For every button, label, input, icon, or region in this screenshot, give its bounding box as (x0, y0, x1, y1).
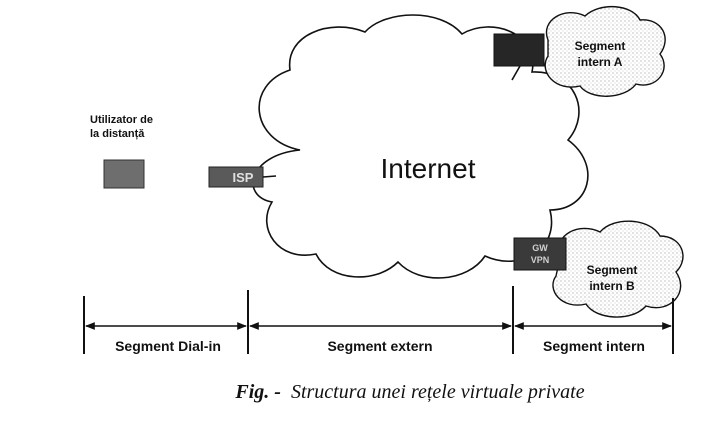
gateway-b-label-line2: VPN (531, 255, 550, 265)
gateway-a-box (493, 33, 545, 67)
segment-extern-label: Segment extern (327, 338, 432, 354)
gateway-a-link (511, 65, 521, 81)
segment-b-cloud (552, 220, 684, 318)
remote-user-box (103, 159, 145, 189)
segment-a-cloud (544, 5, 666, 97)
gateway-b-label-line1: GW (532, 243, 548, 253)
segment-intern-label: Segment intern (543, 338, 645, 354)
segment-b-label-line1: Segment (587, 263, 638, 277)
caption-text: Structura unei rețele virtuale private (291, 381, 585, 403)
segment-b-label-line2: intern B (589, 279, 635, 293)
remote-user-label-line1: Utilizator de (90, 114, 153, 126)
isp-label: ISP (233, 170, 254, 185)
isp-link (262, 175, 277, 178)
segment-a-label-line2: intern A (578, 55, 623, 69)
internet-label: Internet (381, 153, 476, 184)
internet-cloud (252, 14, 589, 279)
segment-dialin-label: Segment Dial-in (115, 338, 221, 354)
segment-a-label-line1: Segment (575, 39, 626, 53)
caption-prefix: Fig. - (234, 381, 281, 403)
gateway-b-box (513, 237, 567, 271)
figure-caption: Fig. - Structura unei rețele virtuale pr… (234, 381, 584, 403)
remote-user-label-line2: la distanță (90, 128, 145, 140)
